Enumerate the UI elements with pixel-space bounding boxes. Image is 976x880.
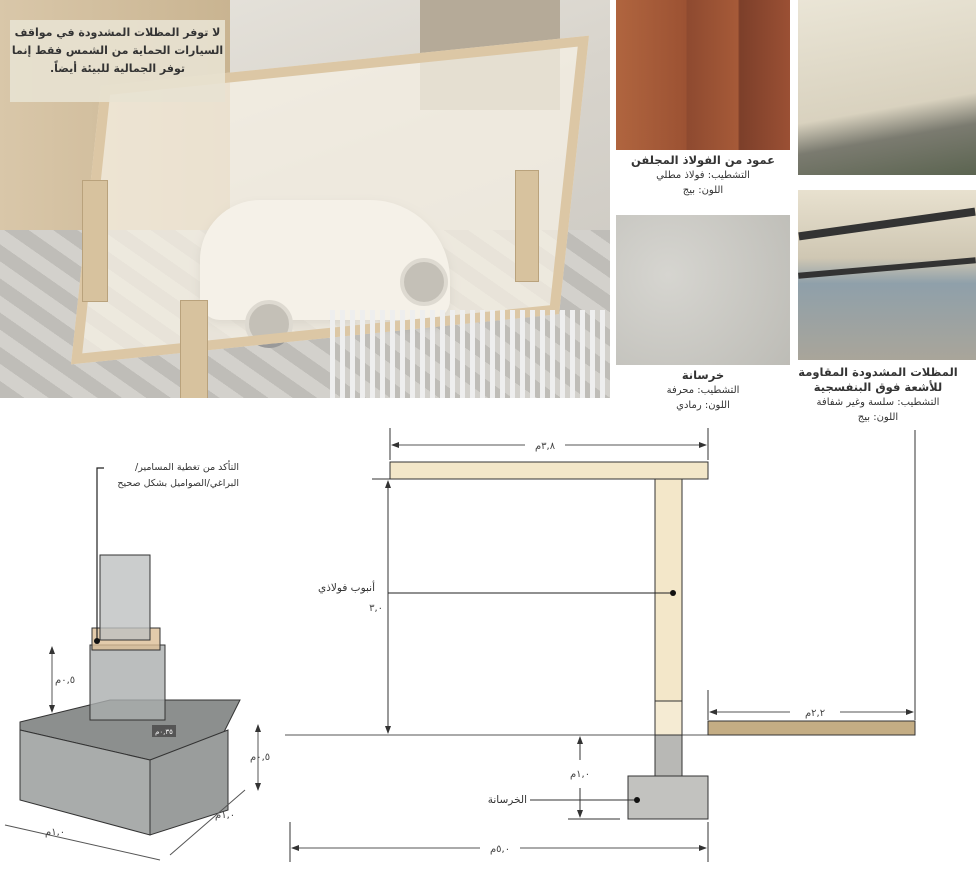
carport-render-photo: لا توفر المظلات المشدودة في مواقف السيار… [0,0,610,398]
material-title: عمود من الفولاذ المجلفن [631,153,775,167]
label-concrete: الخرسانة [488,794,527,806]
footing-note-line: التأكد من تغطية المسامير/ البراغي/الصوام… [117,462,239,489]
ground-strip [707,720,916,736]
dim-height: ٣,٠ [369,603,383,614]
leader-line [96,467,104,640]
section-elevation: ٣,٨م ٣,٠ أنبوب فولاذي ٢,٢م ١,٠م الخرسانة… [285,428,916,862]
canopy-photo [798,0,976,175]
material-color: اللون: بيج [857,412,899,423]
material-finish: التشطيب: فولاذ مطلي [656,170,750,181]
top-beam [389,461,709,480]
concrete-swatch [616,215,790,365]
material-title: المظلات المشدودة المقاومة للأشعة فوق الب… [798,365,958,394]
label-steel-tube: أنبوب فولاذي [318,580,375,594]
dim-total: ٥,٠م [490,844,510,855]
dim-base-depth: ١,٠م [215,810,235,821]
dim-base-height: ٠,٥م [250,752,270,763]
material-caption: المظلات المشدودة المقاومة للأشعة فوق الب… [780,365,976,425]
dim-opening: ٠,٣٥م [155,728,173,736]
concrete-pier [654,734,683,777]
opening-tag [152,725,176,737]
concrete-footing [627,775,709,820]
post [180,300,208,398]
fence [330,310,610,398]
canopy-photo-2 [798,190,976,360]
material-caption: خرسانة التشطيب: محرفة اللون: رمادي [616,368,790,413]
callout-text: لا توفر المظلات المشدودة في مواقف السيار… [10,20,225,102]
post [515,170,539,282]
material-title: خرسانة [681,368,725,382]
dim-depth: ١,٠م [570,769,590,780]
post [82,180,108,302]
galvanized-steel-swatch [616,0,790,150]
material-finish: التشطيب: محرفة [666,385,740,396]
material-caption: عمود من الفولاذ المجلفن التشطيب: فولاذ م… [616,153,790,198]
steel-column [654,478,683,702]
dim-side: ٢,٢م [805,708,825,719]
material-color: اللون: رمادي [676,400,730,411]
dim-beam: ٣,٨م [535,441,556,452]
material-color: اللون: بيج [682,185,724,196]
material-finish: التشطيب: سلسة وغير شفافة [816,397,940,408]
dim-pier-height: ٠,٥م [55,675,75,686]
footing-3d-detail: ٠,٣٥م ٠,٥م ٠,٥م ١,٠م ١,٠م [4,467,270,861]
dim-base-width: ١,٠م [45,827,65,838]
